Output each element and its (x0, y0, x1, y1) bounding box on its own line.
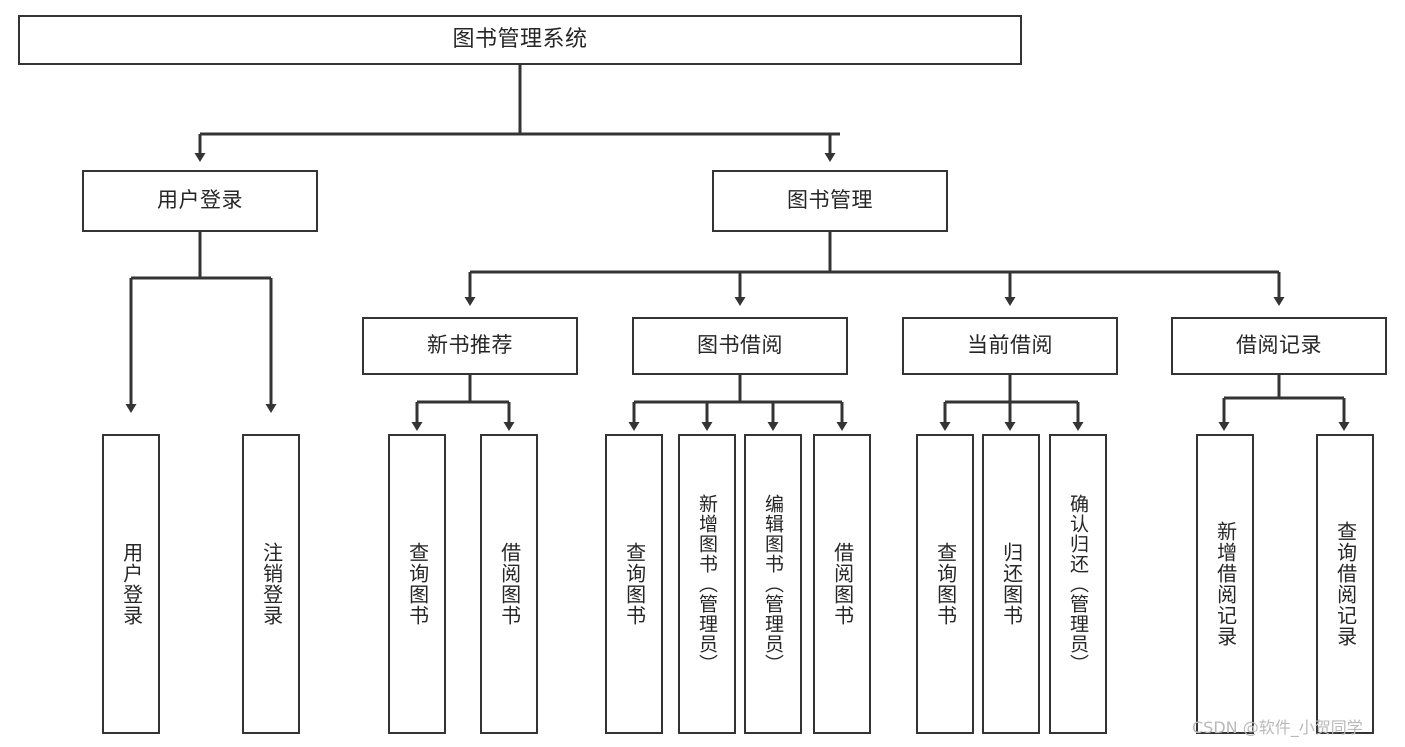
node-new-book-recommend[interactable]: 新书推荐 (362, 317, 578, 375)
node-label: 借阅记录 (1236, 333, 1322, 358)
node-leaf-add-book-admin[interactable]: 新增图书（管理员） (678, 434, 736, 734)
node-label: 查询图书 (405, 542, 430, 626)
node-label: 用户登录 (119, 542, 144, 626)
node-leaf-return-book[interactable]: 归还图书 (982, 434, 1040, 734)
node-leaf-confirm-return-admin[interactable]: 确认归还（管理员） (1049, 434, 1107, 734)
node-label: 用户登录 (157, 188, 243, 213)
node-label: 查询借阅记录 (1333, 521, 1358, 647)
node-leaf-borrow-book[interactable]: 借阅图书 (813, 434, 871, 734)
node-label: 图书借阅 (697, 333, 783, 358)
node-leaf-add-borrow-record[interactable]: 新增借阅记录 (1196, 434, 1254, 734)
node-label: 查询图书 (622, 542, 647, 626)
node-borrow-record[interactable]: 借阅记录 (1171, 317, 1387, 375)
node-leaf-user-login[interactable]: 用户登录 (102, 434, 160, 734)
node-leaf-logout[interactable]: 注销登录 (242, 434, 300, 734)
node-label: 查询图书 (933, 542, 958, 626)
node-leaf-borrow-book-recommend[interactable]: 借阅图书 (480, 434, 538, 734)
node-label: 新增图书（管理员） (696, 494, 719, 674)
node-label: 图书管理 (787, 188, 873, 213)
watermark-text: CSDN @软件_小贺同学 (1192, 718, 1363, 737)
node-label: 借阅图书 (830, 542, 855, 626)
node-leaf-edit-book-admin[interactable]: 编辑图书（管理员） (744, 434, 802, 734)
node-label: 借阅图书 (497, 542, 522, 626)
node-label: 确认归还（管理员） (1067, 494, 1090, 674)
node-root-book-management-system[interactable]: 图书管理系统 (18, 15, 1022, 65)
node-book-management[interactable]: 图书管理 (712, 170, 948, 232)
node-label: 当前借阅 (967, 333, 1053, 358)
node-user-login[interactable]: 用户登录 (82, 170, 318, 232)
node-book-borrow[interactable]: 图书借阅 (632, 317, 848, 375)
node-current-borrow[interactable]: 当前借阅 (902, 317, 1118, 375)
node-label: 归还图书 (999, 542, 1024, 626)
node-leaf-query-book-recommend[interactable]: 查询图书 (388, 434, 446, 734)
node-label: 新增借阅记录 (1213, 521, 1238, 647)
node-label: 编辑图书（管理员） (762, 494, 785, 674)
node-label: 图书管理系统 (452, 26, 588, 52)
node-leaf-query-borrow-record[interactable]: 查询借阅记录 (1316, 434, 1374, 734)
node-label: 新书推荐 (427, 333, 513, 358)
node-leaf-query-book-current[interactable]: 查询图书 (916, 434, 974, 734)
node-label: 注销登录 (259, 542, 284, 626)
node-leaf-query-book-borrow[interactable]: 查询图书 (605, 434, 663, 734)
